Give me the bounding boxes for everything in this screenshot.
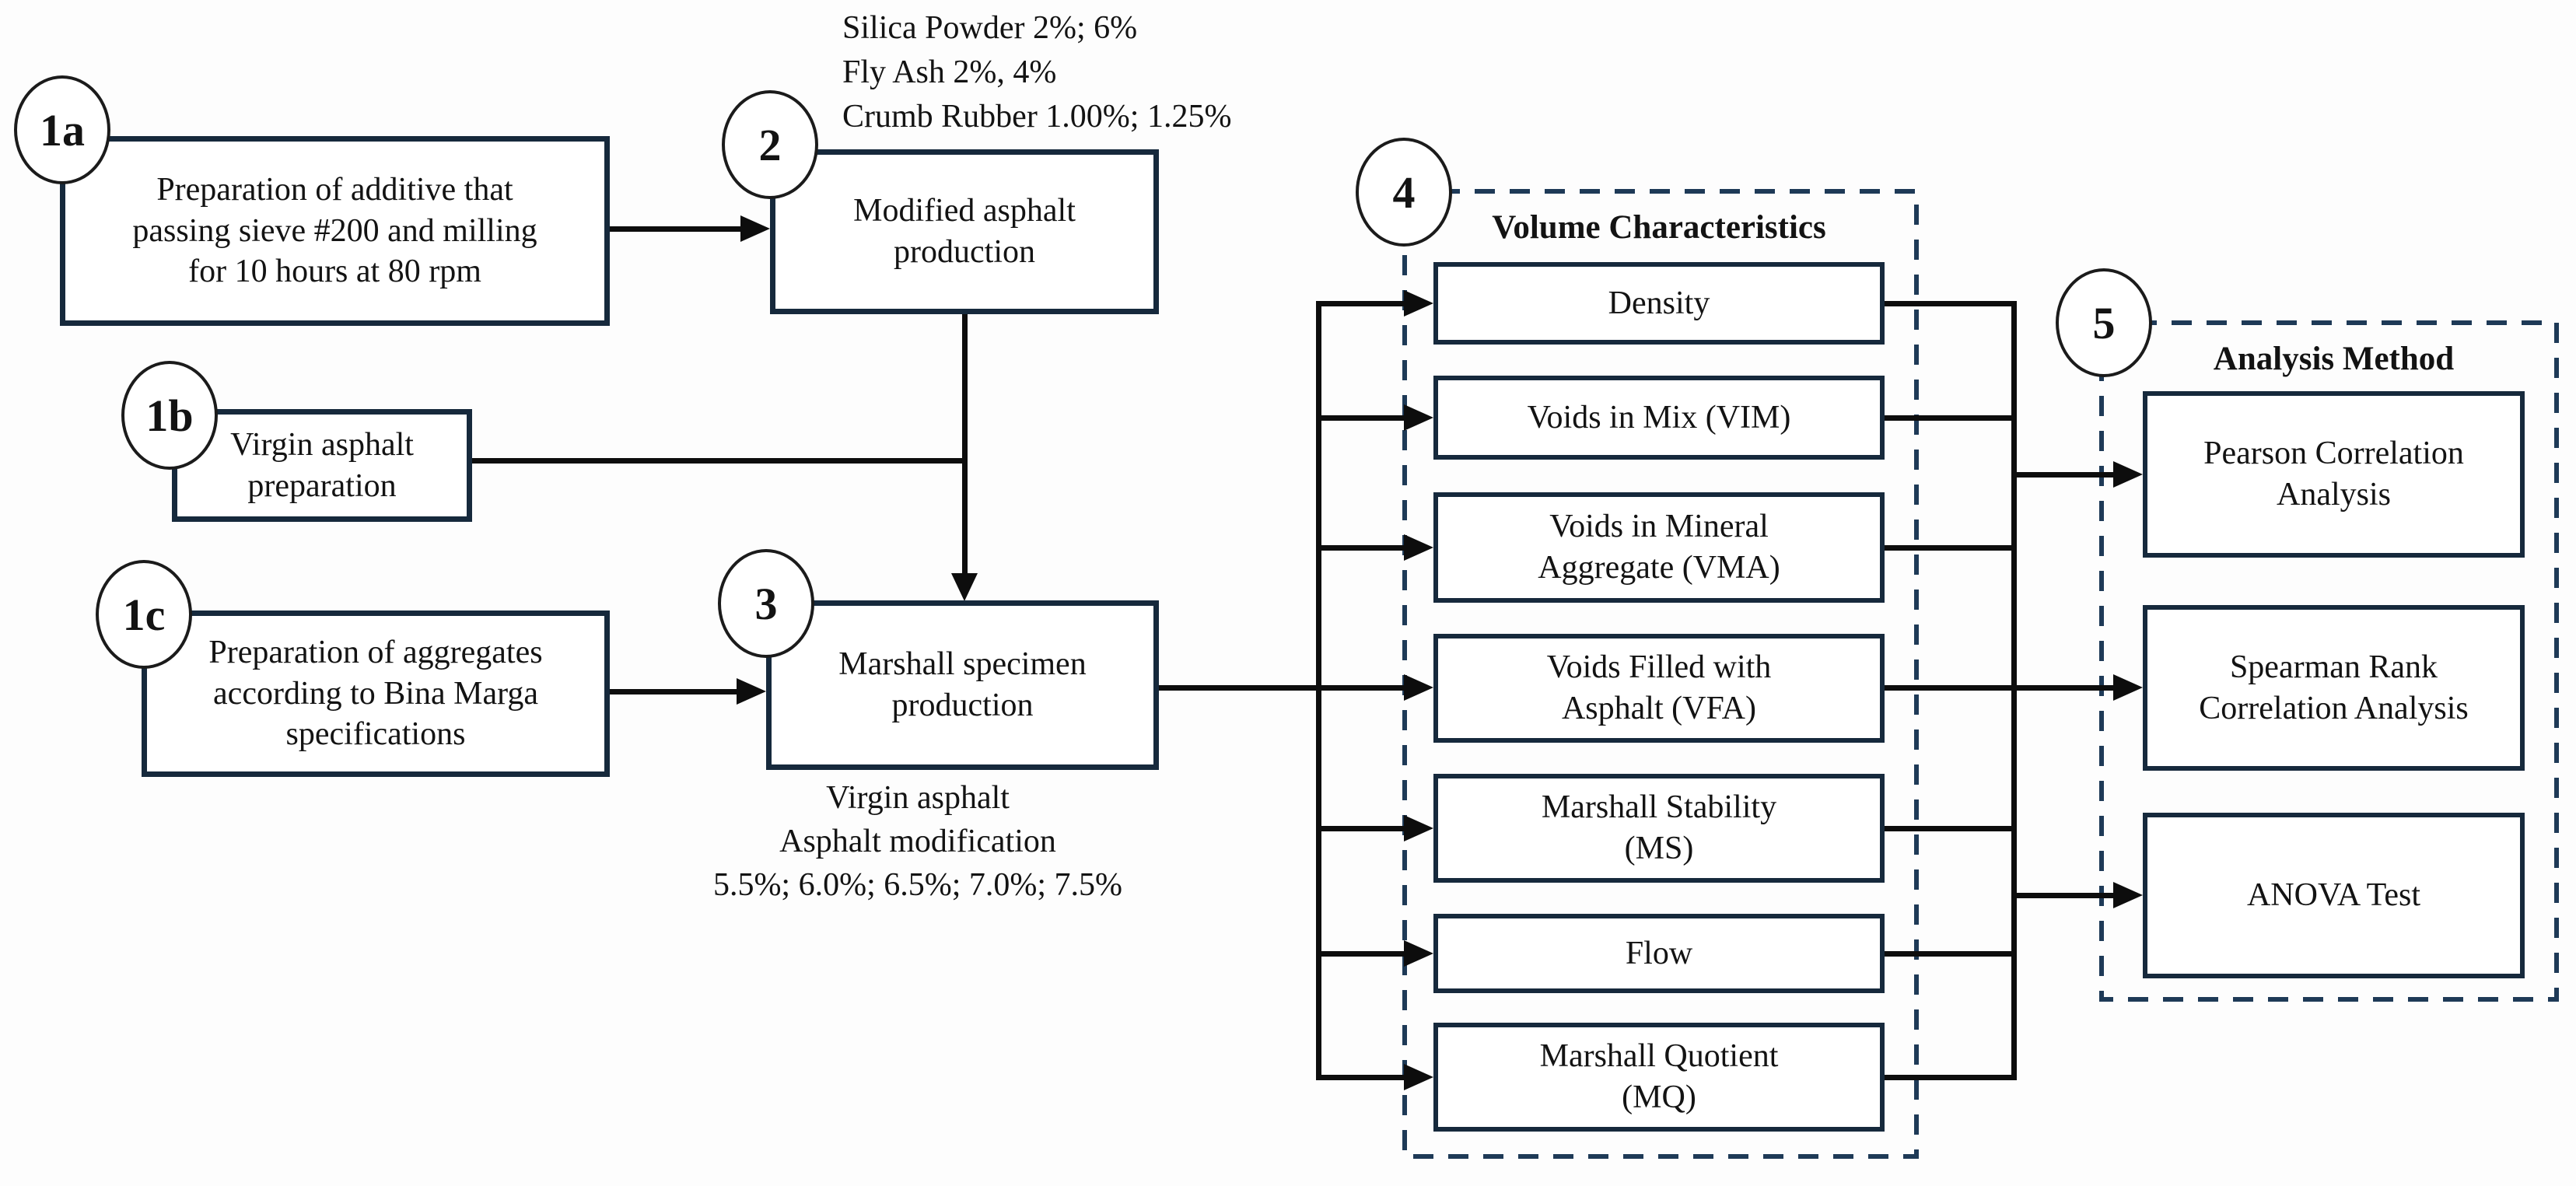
mq-box: Marshall Quotient (MQ): [1433, 1023, 1885, 1132]
analysis-method-group-border: [2099, 320, 2559, 1002]
anova-box: ANOVA Test: [2143, 813, 2525, 978]
arrowhead-mq: [1404, 1064, 1433, 1090]
connector-1c-to-3: [610, 689, 739, 694]
annotation-line: Fly Ash 2%, 4%: [842, 54, 1057, 90]
arrowhead-vfa: [1404, 674, 1433, 701]
annotation-line: Silica Powder 2%; 6%: [842, 10, 1138, 46]
stub-vim-out: [1885, 415, 2017, 421]
vim-label: Voids in Mix (VIM): [1527, 399, 1791, 436]
step-3-badge: 3: [718, 549, 814, 658]
step-2-badge: 2: [722, 90, 818, 199]
step-1b-label: Virgin asphalt preparation: [230, 426, 414, 504]
branch-vma: [1318, 545, 1407, 551]
flow-label: Flow: [1625, 935, 1693, 971]
spearman-label: Spearman Rank Correlation Analysis: [2199, 649, 2469, 726]
density-box: Density: [1433, 262, 1885, 345]
volume-characteristics-group-border: [1402, 189, 1919, 1159]
branch-vim: [1318, 415, 1407, 421]
stub-mq-out: [1885, 1075, 2017, 1080]
pearson-label: Pearson Correlation Analysis: [2203, 436, 2464, 513]
step-1c-label: Preparation of aggregates according to B…: [208, 634, 543, 753]
step-1b-badge: 1b: [121, 361, 218, 470]
step-2-label: Modified asphalt production: [853, 193, 1076, 270]
density-label: Density: [1608, 285, 1710, 321]
step-1b-box: Virgin asphalt preparation: [172, 409, 472, 522]
arrowhead-density: [1404, 290, 1433, 317]
connector-to-pearson: [2014, 472, 2116, 478]
arrowhead-ms: [1404, 815, 1433, 841]
mq-label: Marshall Quotient (MQ): [1539, 1038, 1779, 1115]
arrowhead-1a-to-2: [740, 215, 770, 242]
step-1a-badge: 1a: [14, 75, 110, 184]
arrowhead-1c-to-3: [737, 678, 766, 705]
arrowhead-flow: [1404, 940, 1433, 967]
analysis-method-title: Analysis Method: [2213, 341, 2455, 377]
step-4-badge: 4: [1356, 138, 1452, 247]
stub-flow-out: [1885, 951, 2017, 957]
branch-ms: [1318, 826, 1407, 831]
connector-1b-to-junction: [472, 458, 968, 464]
arrowhead-vma: [1404, 534, 1433, 561]
connector-to-spearman: [2014, 685, 2116, 691]
step-3-box: Marshall specimen production: [766, 600, 1159, 770]
step-1c-box: Preparation of aggregates according to B…: [142, 610, 610, 777]
connector-to-anova: [2014, 893, 2116, 898]
trunk-left: [1316, 301, 1321, 1080]
stub-vfa-out: [1885, 685, 2017, 691]
vfa-label: Voids Filled with Asphalt (VFA): [1546, 649, 1772, 726]
spearman-box: Spearman Rank Correlation Analysis: [2143, 605, 2525, 771]
arrowhead-vim: [1404, 404, 1433, 431]
connector-3-to-trunk: [1159, 685, 1408, 691]
vma-label: Voids in Mineral Aggregate (VMA): [1538, 509, 1780, 586]
annotation-line: 5.5%; 6.0%; 6.5%; 7.0%; 7.5%: [712, 867, 1123, 903]
branch-density: [1318, 301, 1407, 306]
step-1a-label: Preparation of additive that passing sie…: [132, 171, 537, 290]
modifier-contents-annotation: Silica Powder 2%; 6% Fly Ash 2%, 4% Crum…: [842, 6, 1231, 139]
connector-2-to-3: [962, 310, 968, 575]
step-5-badge: 5: [2056, 268, 2152, 377]
pearson-box: Pearson Correlation Analysis: [2143, 391, 2525, 558]
stub-density-out: [1885, 301, 2017, 306]
arrowhead-2-to-3: [951, 573, 978, 601]
arrowhead-anova: [2113, 882, 2143, 908]
trunk-right: [2011, 301, 2017, 1080]
vma-box: Voids in Mineral Aggregate (VMA): [1433, 492, 1885, 603]
step-2-box: Modified asphalt production: [770, 149, 1159, 314]
ms-box: Marshall Stability (MS): [1433, 774, 1885, 883]
asphalt-contents-annotation: Virgin asphalt Asphalt modification 5.5%…: [684, 776, 1151, 907]
stub-vma-out: [1885, 545, 2017, 551]
step-1a-box: Preparation of additive that passing sie…: [60, 136, 610, 326]
stub-ms-out: [1885, 826, 2017, 831]
flow-box: Flow: [1433, 914, 1885, 993]
branch-flow: [1318, 951, 1407, 957]
ms-label: Marshall Stability (MS): [1541, 789, 1777, 866]
arrowhead-spearman: [2113, 674, 2143, 701]
vim-box: Voids in Mix (VIM): [1433, 376, 1885, 460]
step-3-label: Marshall specimen production: [838, 646, 1087, 723]
annotation-line: Virgin asphalt: [826, 780, 1010, 816]
arrowhead-pearson: [2113, 461, 2143, 488]
step-1c-badge: 1c: [96, 560, 192, 669]
annotation-line: Asphalt modification: [779, 824, 1056, 859]
branch-mq: [1318, 1075, 1407, 1080]
volume-characteristics-title: Volume Characteristics: [1492, 209, 1826, 246]
connector-1a-to-2: [610, 226, 742, 232]
vfa-box: Voids Filled with Asphalt (VFA): [1433, 634, 1885, 743]
anova-label: ANOVA Test: [2246, 877, 2421, 914]
annotation-line: Crumb Rubber 1.00%; 1.25%: [842, 99, 1232, 135]
